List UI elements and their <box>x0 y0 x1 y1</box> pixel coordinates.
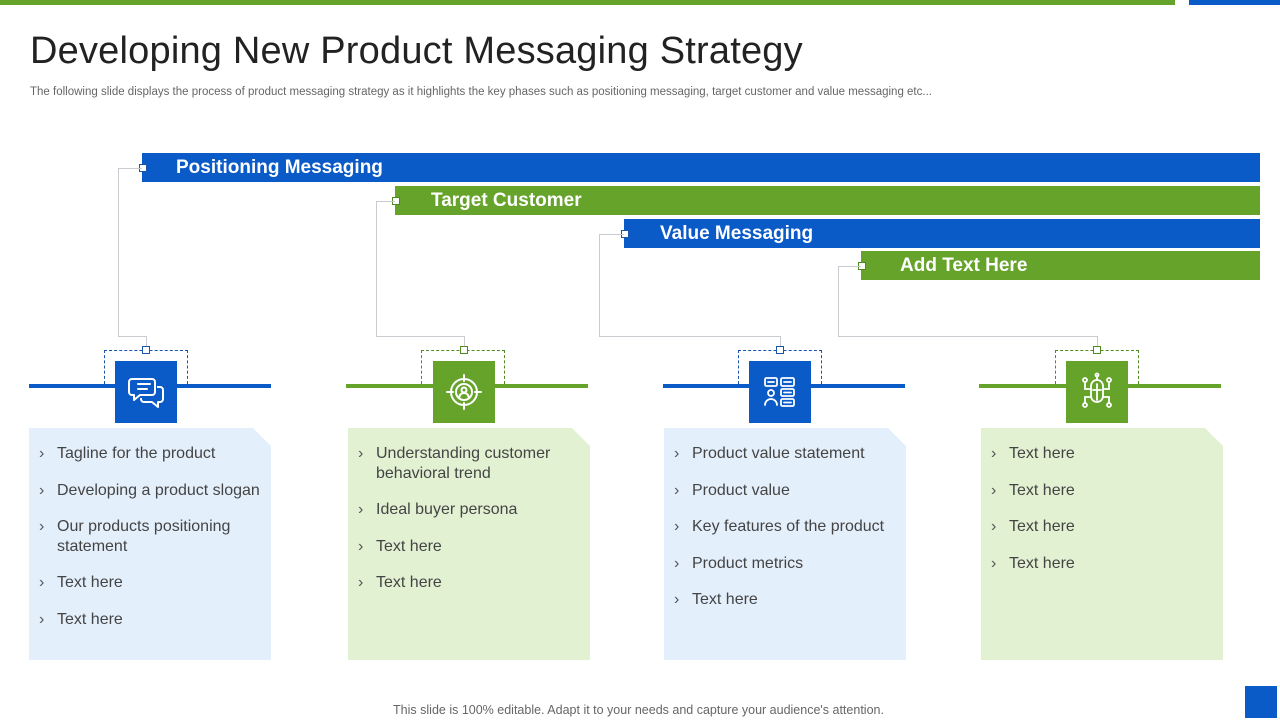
column-4-card: Text here Text here Text here Text here <box>981 428 1223 660</box>
list-item: Developing a product slogan <box>39 481 261 501</box>
connector-line <box>780 336 781 346</box>
column-4-icon-box <box>1066 361 1128 423</box>
list-item: Text here <box>358 537 580 557</box>
list-item: Text here <box>39 610 261 630</box>
connector-line <box>464 336 465 346</box>
column-2-card: Understanding customer behavioral trend … <box>348 428 590 660</box>
column-1-list: Tagline for the product Developing a pro… <box>39 444 261 629</box>
connector-line <box>376 336 464 337</box>
connector-line <box>118 336 146 337</box>
connector-line <box>599 234 600 336</box>
list-item: Text here <box>991 444 1213 464</box>
connector-node <box>460 346 468 354</box>
phase-bar-positioning-messaging: Positioning Messaging <box>139 153 1260 182</box>
phase-label: Value Messaging <box>660 222 814 244</box>
connector-line <box>838 266 839 336</box>
connector-line <box>118 168 119 336</box>
list-item: Ideal buyer persona <box>358 500 580 520</box>
column-3-card: Product value statement Product value Ke… <box>664 428 906 660</box>
column-2-icon-box <box>433 361 495 423</box>
connector-node <box>1093 346 1101 354</box>
list-item: Text here <box>674 590 896 610</box>
phase-bar-value-messaging: Value Messaging <box>621 219 1260 248</box>
target-user-icon <box>446 374 482 410</box>
list-item: Tagline for the product <box>39 444 261 464</box>
column-2-list: Understanding customer behavioral trend … <box>358 444 580 593</box>
connector-line <box>599 234 624 235</box>
page-title: Developing New Product Messaging Strateg… <box>30 30 803 72</box>
phase-label: Target Customer <box>431 189 582 211</box>
column-1-card: Tagline for the product Developing a pro… <box>29 428 271 660</box>
phase-label: Add Text Here <box>900 254 1028 276</box>
list-item: Product value statement <box>674 444 896 464</box>
connector-line <box>376 201 395 202</box>
list-item: Text here <box>39 573 261 593</box>
connector-line <box>838 336 1097 337</box>
column-4-list: Text here Text here Text here Text here <box>991 444 1213 573</box>
connector-line <box>376 201 377 336</box>
connector-line <box>118 168 142 169</box>
user-dashboard-icon <box>764 377 795 407</box>
connector-line <box>146 336 147 346</box>
phase-bar-target-customer: Target Customer <box>392 186 1260 215</box>
page-subtitle: The following slide displays the process… <box>30 86 932 98</box>
chat-bubbles-icon <box>128 378 164 408</box>
connector-line <box>599 336 780 337</box>
top-accent-bar-blue <box>1189 0 1280 5</box>
phase-label: Positioning Messaging <box>176 156 383 178</box>
connector-node <box>142 346 150 354</box>
connector-node <box>776 346 784 354</box>
list-item: Key features of the product <box>674 517 896 537</box>
list-item: Text here <box>991 481 1213 501</box>
list-item: Text here <box>991 517 1213 537</box>
list-item: Product value <box>674 481 896 501</box>
top-accent-bar-green <box>0 0 1175 5</box>
corner-accent-square <box>1245 686 1277 718</box>
connector-line <box>1097 336 1098 346</box>
list-item: Our products positioning statement <box>39 517 261 556</box>
column-3-icon-box <box>749 361 811 423</box>
connector-line <box>838 266 861 267</box>
column-3-list: Product value statement Product value Ke… <box>674 444 896 610</box>
list-item: Product metrics <box>674 554 896 574</box>
column-1-icon-box <box>115 361 177 423</box>
footer-note: This slide is 100% editable. Adapt it to… <box>393 703 884 717</box>
network-brain-icon <box>1082 372 1112 408</box>
phase-bar-add-text-here: Add Text Here <box>858 251 1260 280</box>
list-item: Understanding customer behavioral trend <box>358 444 580 483</box>
list-item: Text here <box>991 554 1213 574</box>
list-item: Text here <box>358 573 580 593</box>
